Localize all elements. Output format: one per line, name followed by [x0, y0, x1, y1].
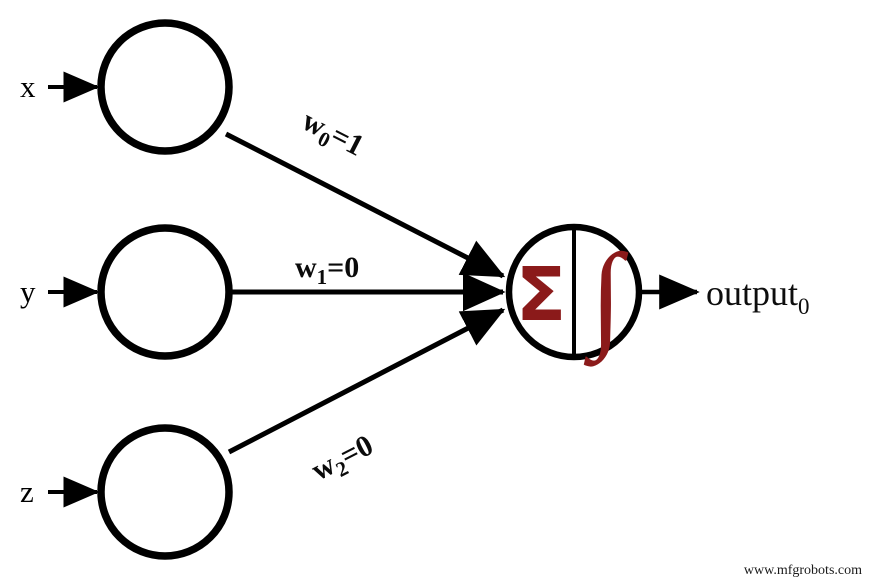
neuron-node[interactable]: Σ ∫	[505, 223, 643, 367]
connection-edges	[224, 131, 506, 455]
input-label-x: x	[20, 69, 36, 104]
input-labels: x y z	[20, 69, 36, 509]
input-node-y[interactable]	[97, 224, 233, 360]
weight-label-w1: w1=0	[295, 251, 359, 289]
input-label-z: z	[20, 474, 34, 509]
input-stub-arrows	[48, 71, 100, 508]
input-nodes	[97, 19, 233, 560]
output-label-subscript: 0	[798, 294, 810, 319]
integral-icon: ∫	[583, 230, 629, 367]
sigma-icon: Σ	[516, 252, 567, 338]
watermark: www.mfgrobots.com	[744, 563, 862, 578]
output-group: output0	[641, 273, 810, 319]
output-label: output0	[706, 273, 810, 319]
output-label-text: output	[706, 273, 798, 313]
weight-label-w0-value: =1	[326, 119, 370, 163]
weight-label-w1-name: w	[295, 251, 317, 284]
input-label-y: y	[20, 274, 36, 309]
input-node-x[interactable]	[97, 19, 233, 155]
weight-label-w1-subscript: 1	[317, 265, 328, 289]
weight-label-w0: w0=1	[295, 104, 370, 167]
weight-label-w0-group: w0=1	[295, 104, 370, 167]
input-node-z[interactable]	[97, 424, 233, 560]
edge-x-to-neuron	[224, 131, 506, 279]
weight-label-w1-value: =0	[327, 251, 359, 284]
weight-labels: w0=1 w1=0 w2=0	[295, 104, 381, 492]
weight-label-w2: w2=0	[306, 429, 381, 492]
weight-label-w2-group: w2=0	[306, 429, 381, 492]
edge-z-to-neuron	[227, 307, 506, 455]
